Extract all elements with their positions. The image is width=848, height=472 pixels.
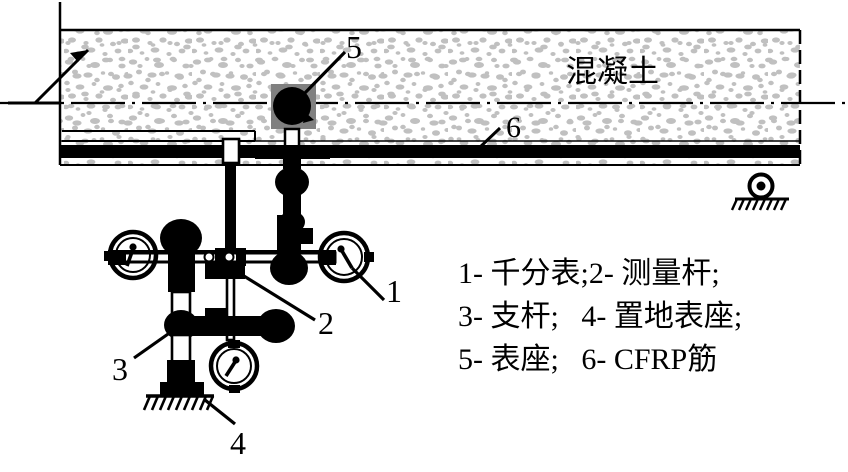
gauge-seat-stem bbox=[283, 127, 301, 149]
legend-line-3: 5- 表座; 6- CFRP筋 bbox=[458, 343, 718, 376]
callout-2-leader bbox=[230, 266, 316, 322]
support-rod-3 bbox=[164, 290, 198, 382]
callout-6-leader bbox=[475, 126, 502, 152]
roller-support bbox=[730, 172, 789, 211]
callout-3-leader bbox=[133, 325, 179, 360]
beam-top-leader-arrow bbox=[8, 48, 90, 105]
ball-joint-left bbox=[160, 219, 202, 292]
concrete-label: 混凝土 bbox=[566, 54, 659, 89]
legend: 1- 千分表;2- 测量杆; 3- 支杆; 4- 置地表座; 5- 表座; 6-… bbox=[458, 252, 846, 452]
callout-2-label: 2 bbox=[318, 305, 334, 341]
cfrp-bar bbox=[60, 145, 800, 166]
dial-gauge-left bbox=[104, 229, 159, 281]
dial-gauge-right bbox=[317, 230, 374, 284]
crossbar-collars bbox=[203, 248, 246, 266]
lower-arm bbox=[188, 308, 295, 343]
callout-3-label: 3 bbox=[112, 351, 128, 387]
callout-5-leader bbox=[298, 50, 347, 100]
callout-1-label: 1 bbox=[386, 273, 402, 309]
legend-line-2: 3- 支杆; 4- 置地表座; bbox=[458, 300, 743, 333]
callout-1-leader bbox=[350, 266, 386, 302]
legend-line-1: 1- 千分表;2- 测量杆; bbox=[458, 257, 720, 290]
ground-base-4 bbox=[142, 382, 215, 411]
rod-beam-clamp bbox=[221, 137, 241, 165]
callout-5-label: 5 bbox=[346, 29, 362, 65]
dial-gauge-bottom bbox=[208, 340, 260, 393]
callout-6-label: 6 bbox=[506, 111, 521, 144]
ball-joint-right bbox=[270, 215, 313, 285]
callout-4-leader bbox=[204, 398, 236, 426]
callout-4-label: 4 bbox=[230, 425, 246, 461]
concrete-beam bbox=[60, 28, 800, 155]
